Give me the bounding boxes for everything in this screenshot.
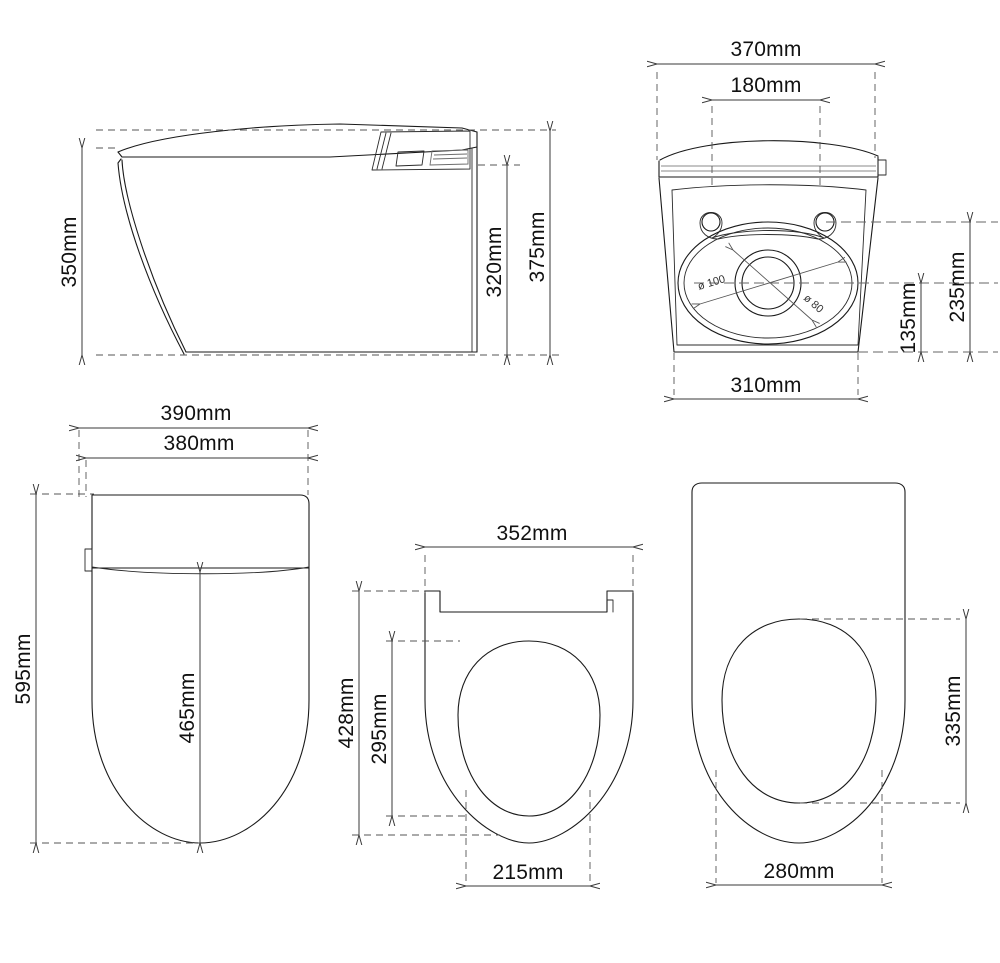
side-panel-button <box>395 150 425 167</box>
bowl-dim-428-label: 428mm <box>335 677 358 748</box>
rear-dia-80-label: ø 80 <box>801 292 825 316</box>
side-dim-375-label: 375mm <box>526 211 549 282</box>
top-dim-595-label: 595mm <box>12 633 35 704</box>
rear-outlet-seal-ellipse <box>677 221 859 345</box>
bowl-dim-215-label: 215mm <box>492 861 563 884</box>
side-panel-divider-a <box>376 132 387 170</box>
side-lid-top-edge <box>117 123 478 153</box>
rear-body-outline <box>658 177 879 353</box>
top-dim-465-label: 465mm <box>176 672 199 743</box>
rear-recess-panel <box>671 184 867 346</box>
bowl-plan-view: 352mm 428mm 295mm 215mm <box>335 522 633 886</box>
top-dim-380-label: 380mm <box>163 432 234 455</box>
bowl-rim-notch-detail <box>606 590 614 613</box>
bowl-dim-295-label: 295mm <box>368 693 391 764</box>
rear-hinge-nub <box>877 159 887 176</box>
side-control-panel-frame <box>371 130 471 171</box>
seat-outer-outline <box>691 482 906 844</box>
bowl-opening-outline <box>457 640 601 817</box>
side-lid-seam <box>117 146 478 158</box>
rear-dim-310-label: 310mm <box>730 374 801 397</box>
side-panel-vent-block <box>429 149 469 166</box>
top-lid-seam-curve <box>91 566 310 575</box>
rear-lid-dome <box>659 140 879 161</box>
side-panel-divider-b <box>381 132 392 170</box>
seat-dim-335-label: 335mm <box>942 675 965 746</box>
side-body-front-profile <box>121 159 478 353</box>
rear-dim-235-label: 235mm <box>946 251 969 322</box>
side-panel-vent-line-2 <box>432 157 468 160</box>
side-dim-350-label: 350mm <box>58 216 81 287</box>
rear-dim-370-label: 370mm <box>730 38 801 61</box>
top-plan-view: 390mm 380mm 595mm 465mm <box>12 402 309 843</box>
side-elevation-view: 350mm 320mm 375mm <box>58 124 560 355</box>
side-panel-vent-line-1 <box>433 153 468 156</box>
rear-elevation-view: ø 100 ø 80 370mm 180mm 310mm 235mm 135mm <box>657 38 998 399</box>
rear-dim-135-label: 135mm <box>897 282 920 353</box>
side-body-front-inner <box>117 158 185 355</box>
bowl-dim-352-label: 352mm <box>496 522 567 545</box>
top-dim-390-label: 390mm <box>160 402 231 425</box>
side-dim-320-label: 320mm <box>483 226 506 297</box>
seat-dim-280-label: 280mm <box>763 860 834 883</box>
bowl-rim-outline <box>424 590 634 844</box>
rear-dim-180-label: 180mm <box>730 74 801 97</box>
rear-bolt-boss-bridge <box>699 212 837 240</box>
top-lid-rect <box>91 494 310 569</box>
top-hinge-tab <box>84 548 93 572</box>
seat-opening-outline <box>721 618 877 804</box>
rear-dia-80-leader <box>733 250 812 320</box>
rear-bolt-hole-left <box>701 212 721 232</box>
rear-lid-band-outline <box>658 156 879 178</box>
seat-plan-view: 335mm 280mm <box>691 482 966 885</box>
